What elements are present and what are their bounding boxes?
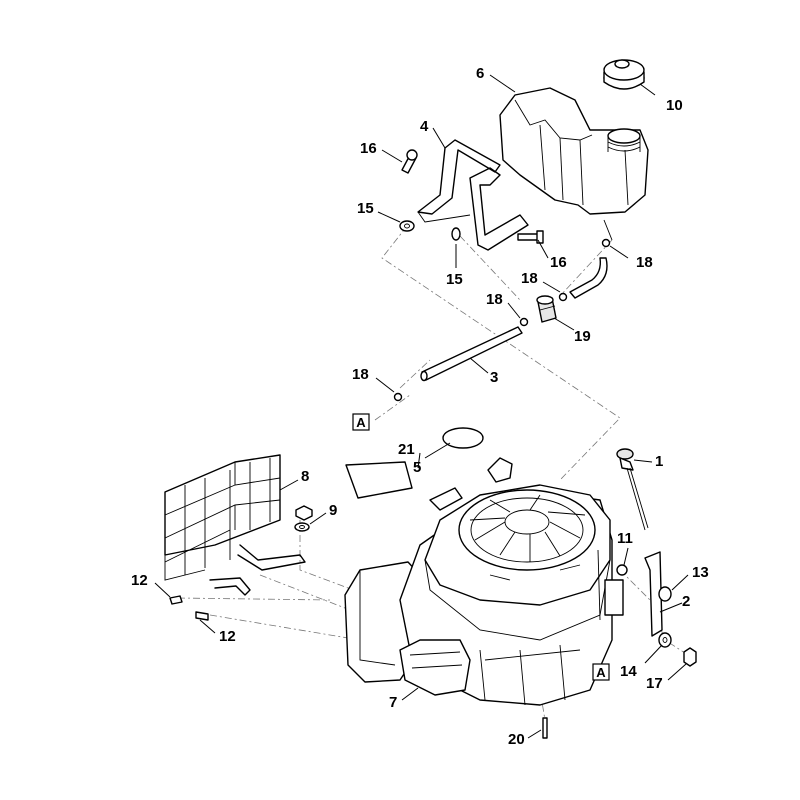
- callout-2: 2: [682, 593, 690, 610]
- screw-12-lower: [195, 611, 209, 621]
- dipstick: [616, 448, 649, 531]
- callout-18-upper: 18: [521, 270, 538, 287]
- callout-9: 9: [329, 502, 337, 519]
- callout-19: 19: [574, 328, 591, 345]
- washer-left: [399, 220, 415, 232]
- callout-16-lower: 16: [550, 254, 567, 271]
- fuel-hose-upper: [558, 238, 611, 302]
- reference-marker-a-upper: A: [352, 413, 370, 431]
- callout-labels: 6 10 4 16 15 15 16 18 18 18 19 3 18 21 5…: [131, 65, 709, 748]
- washer-14: [658, 632, 672, 648]
- hose-clamp-middle: [519, 317, 529, 327]
- callout-21: 21: [398, 441, 415, 458]
- callout-15-right: 15: [446, 271, 463, 288]
- nut-13: [658, 586, 672, 602]
- screw-12-upper: [169, 595, 183, 605]
- decal-pad: [345, 461, 413, 499]
- callout-3: 3: [490, 369, 498, 386]
- support-bracket: [644, 551, 663, 637]
- tank-bolt: [401, 149, 418, 174]
- nut-17: [683, 647, 697, 667]
- callout-4: 4: [420, 118, 429, 135]
- tank-bracket: [417, 139, 529, 251]
- callout-8: 8: [301, 468, 309, 485]
- reference-marker-a-lower: A: [592, 663, 610, 681]
- callout-5: 5: [413, 459, 421, 476]
- ref-a-label: A: [596, 665, 606, 680]
- callout-20: 20: [508, 731, 525, 748]
- callout-10: 10: [666, 97, 683, 114]
- fuel-cap: [603, 59, 645, 90]
- callout-7: 7: [389, 694, 397, 711]
- bolt-11: [616, 564, 628, 576]
- callout-15-left: 15: [357, 200, 374, 217]
- bracket-bolt: [517, 230, 544, 244]
- callout-13: 13: [692, 564, 709, 581]
- callout-12-upper: 12: [131, 572, 148, 589]
- washer-right: [451, 227, 461, 241]
- callout-16-upper: 16: [360, 140, 377, 157]
- ref-a-label: A: [356, 415, 366, 430]
- callout-17: 17: [646, 675, 663, 692]
- nut-9: [295, 505, 313, 521]
- leader-lines: [154, 74, 689, 739]
- washer-9: [294, 522, 310, 532]
- callout-1: 1: [655, 453, 663, 470]
- callout-18-lower: 18: [352, 366, 369, 383]
- callout-14: 14: [620, 663, 637, 680]
- callout-6: 6: [476, 65, 484, 82]
- fuel-tank: [499, 87, 649, 241]
- engine-assembly: [344, 457, 624, 706]
- hose-clamp-lower: [393, 392, 403, 402]
- callout-18-middle: 18: [486, 291, 503, 308]
- grass-guard: [164, 454, 306, 596]
- callout-18-right: 18: [636, 254, 653, 271]
- fuel-hose-long: [420, 326, 523, 382]
- fuel-filter: [536, 295, 557, 323]
- air-filter-disc: [442, 427, 484, 449]
- callout-11: 11: [617, 530, 633, 547]
- callout-12-lower: 12: [219, 628, 236, 645]
- pin-20: [542, 717, 548, 739]
